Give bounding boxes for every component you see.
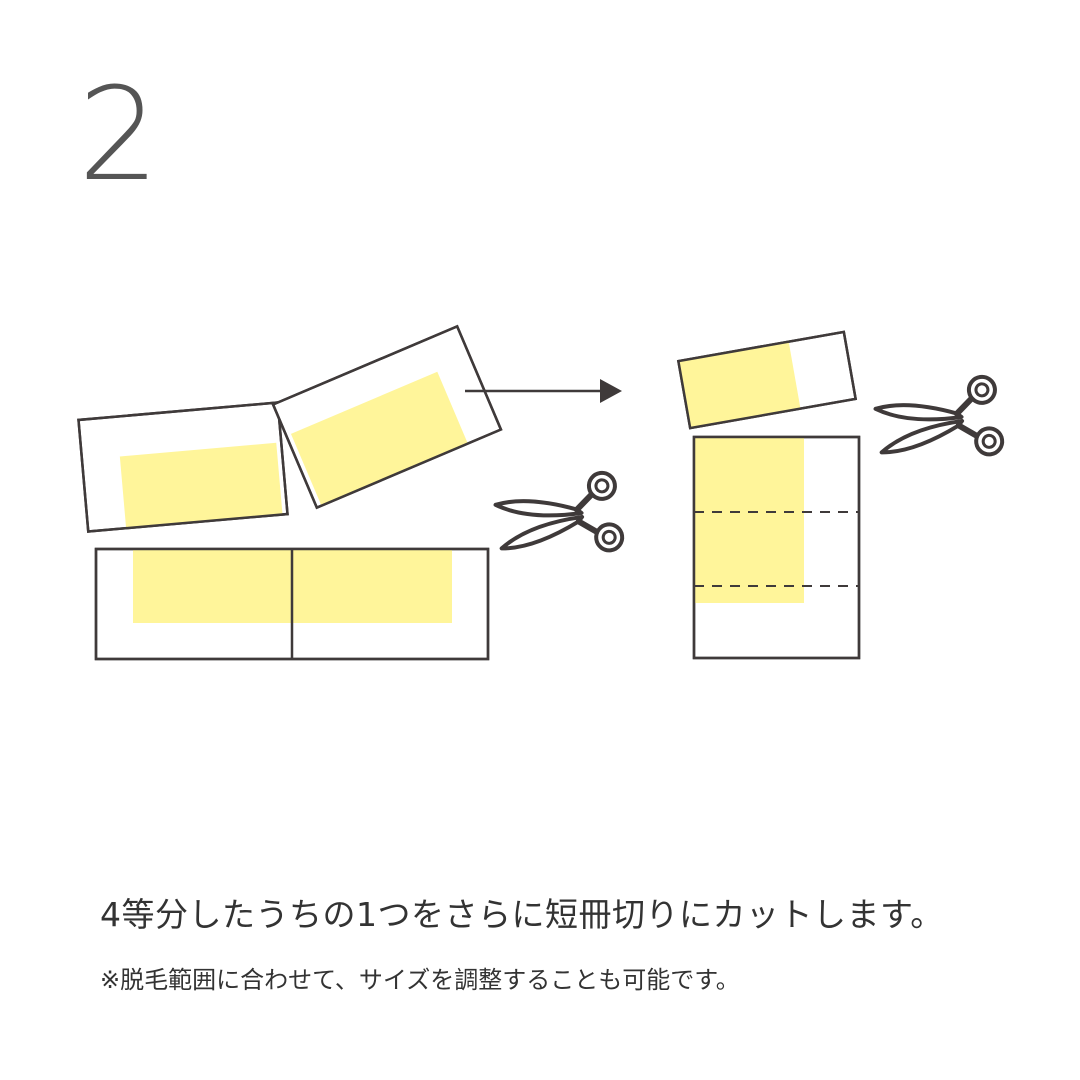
wax-area	[694, 437, 804, 603]
arrow-right-icon	[465, 379, 622, 403]
instruction-caption: 4等分したうちの1つをさらに短冊切りにカットします。	[100, 895, 944, 934]
tilted-piece-left	[77, 401, 289, 533]
scissors-icon	[873, 374, 1005, 457]
wax-area-left	[133, 549, 292, 623]
step-number: 2	[78, 61, 160, 210]
vertical-piece	[692, 435, 861, 660]
scissors-icon	[493, 470, 625, 553]
wax-area	[119, 442, 283, 529]
tilted-piece-right	[271, 324, 503, 510]
uncut-strip-pair	[94, 547, 490, 661]
wax-area-right	[292, 549, 452, 623]
tilted-small-piece	[676, 330, 858, 430]
instruction-note: ※脱毛範囲に合わせて、サイズを調整することも可能です。	[100, 966, 740, 994]
wax-area	[678, 341, 801, 429]
wax-area	[290, 371, 468, 506]
